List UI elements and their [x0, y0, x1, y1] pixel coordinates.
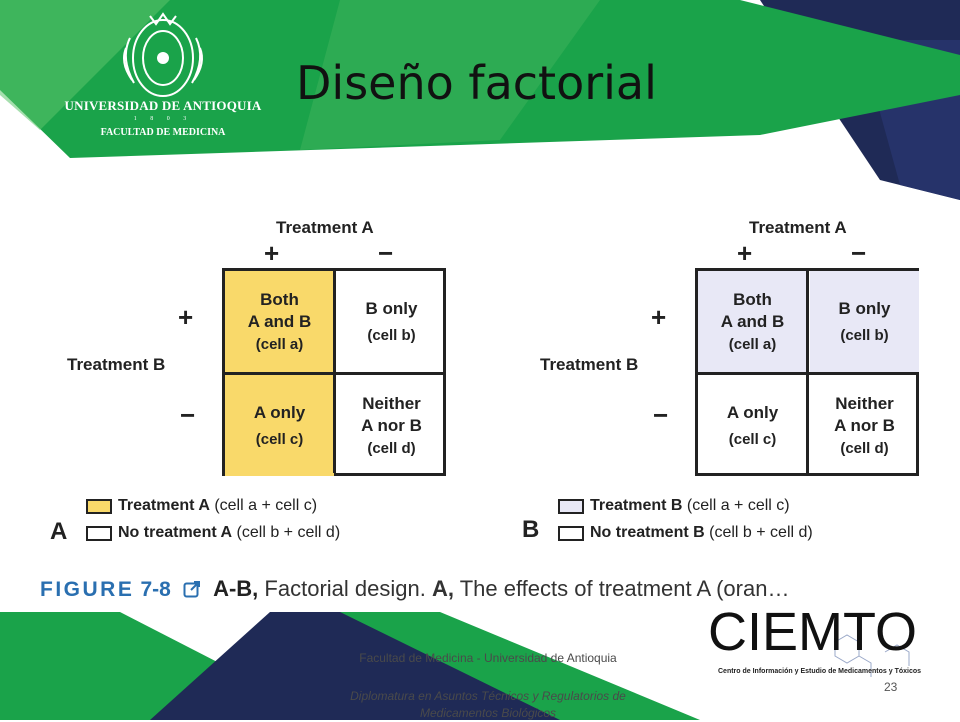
seal-crown [149, 12, 177, 26]
cell-c: A only (cell c) [698, 375, 807, 476]
cell-b-line2: (cell b) [840, 326, 889, 344]
treatment-a-header: Treatment A [749, 218, 847, 237]
seal-outer [132, 19, 194, 97]
factorial-grid-b: Both A and B (cell a) B only (cell b) A … [695, 268, 919, 476]
ciemto-molecule-graphic [834, 634, 910, 677]
caption-text: Factorial design. [264, 576, 426, 601]
cell-d-line1: Neither [835, 393, 894, 413]
cell-d-line1: Neither [362, 393, 421, 413]
seal-laurel-right [191, 37, 203, 84]
cell-a-line2: A and B [720, 311, 785, 331]
cell-c-line1: A only [253, 402, 306, 422]
legend-untreated: No treatment A (cell b + cell d) [118, 524, 341, 541]
col-minus-sign: − [378, 238, 394, 268]
cell-c-line1: A only [726, 402, 779, 422]
cell-a-line1: Both [733, 289, 772, 309]
treatment-b-header: Treatment B [540, 355, 639, 374]
cell-d: Neither A nor B (cell d) [337, 375, 446, 476]
ciemto-logo-text: CIEMTO [708, 602, 918, 662]
cell-b-line1: B only [838, 298, 891, 318]
cell-d-line2: A nor B [834, 415, 895, 435]
treatment-b-header: Treatment B [67, 355, 166, 374]
grid-divider-horizontal [225, 372, 443, 375]
legend-treated: Treatment A (cell a + cell c) [118, 497, 318, 514]
legend-swatch-treated [558, 499, 584, 514]
col-plus-sign: + [737, 238, 753, 268]
footer-institution: Facultad de Medicina - Universidad de An… [359, 651, 617, 665]
cell-d-line2: A nor B [361, 415, 422, 435]
caption-rest: The effects of treatment A (oran… [459, 576, 790, 601]
cell-c: A only (cell c) [225, 375, 334, 476]
legend-swatch-untreated [558, 526, 584, 541]
panel-letter-b: B [522, 516, 540, 543]
cell-b: B only (cell b) [337, 271, 446, 372]
legend-swatch-treated [86, 499, 112, 514]
cell-d-line3: (cell d) [840, 439, 889, 457]
slide-title: Diseño factorial [296, 56, 657, 110]
legend-swatch-untreated [86, 526, 112, 541]
grid-divider-horizontal [698, 372, 916, 375]
row-minus-sign: − [653, 400, 669, 430]
figure-number: 7-8 [140, 578, 171, 601]
cell-c-line2: (cell c) [728, 430, 777, 448]
cell-a-line2: A and B [247, 311, 312, 331]
university-logo [58, 8, 268, 148]
cell-b: B only (cell b) [810, 271, 919, 372]
col-minus-sign: − [851, 238, 867, 268]
cell-a-line1: Both [260, 289, 299, 309]
col-plus-sign: + [264, 238, 280, 268]
light-green-stripe [0, 0, 170, 130]
figure-caption: FIGURE 7-8 A-B, Factorial design. A, The… [40, 576, 789, 602]
factorial-grid-a: Both A and B (cell a) B only (cell b) A … [222, 268, 446, 476]
panel-letter-a: A [50, 518, 68, 545]
seal-laurel-left [123, 37, 135, 84]
cell-a: Both A and B (cell a) [698, 271, 807, 372]
ciemto-subtitle: Centro de Información y Estudio de Medic… [718, 668, 922, 675]
cell-b-line1: B only [365, 298, 418, 318]
row-minus-sign: − [180, 400, 196, 430]
footer-program: Diplomatura en Asuntos Técnicos y Regula… [350, 689, 626, 720]
caption-a-label: A, [431, 576, 454, 601]
cell-d-line3: (cell d) [367, 439, 416, 457]
legend-untreated: No treatment B (cell b + cell d) [590, 524, 813, 541]
faculty-name: FACULTAD DE MEDICINA [100, 127, 226, 138]
cell-a-line3: (cell a) [728, 335, 777, 353]
treatment-a-header: Treatment A [276, 218, 374, 237]
row-plus-sign: + [178, 302, 194, 332]
cell-d: Neither A nor B (cell d) [810, 375, 919, 476]
caption-panels: A-B, [213, 576, 259, 601]
university-name: UNIVERSIDAD DE ANTIOQUIA [64, 98, 262, 113]
external-link-icon[interactable] [183, 580, 201, 598]
cell-a-line3: (cell a) [255, 335, 304, 353]
green-footer-mid [340, 612, 700, 720]
cell-c-line2: (cell c) [255, 430, 304, 448]
light-green-center [300, 0, 600, 150]
university-year: 1 8 0 3 [133, 116, 193, 122]
row-plus-sign: + [651, 302, 667, 332]
cell-b-line2: (cell b) [367, 326, 416, 344]
legend-treated: Treatment B (cell a + cell c) [590, 497, 790, 514]
page-number: 23 [884, 680, 898, 694]
seal-inner [142, 30, 184, 86]
figure-word: FIGURE [40, 578, 135, 601]
cell-a: Both A and B (cell a) [225, 271, 334, 372]
